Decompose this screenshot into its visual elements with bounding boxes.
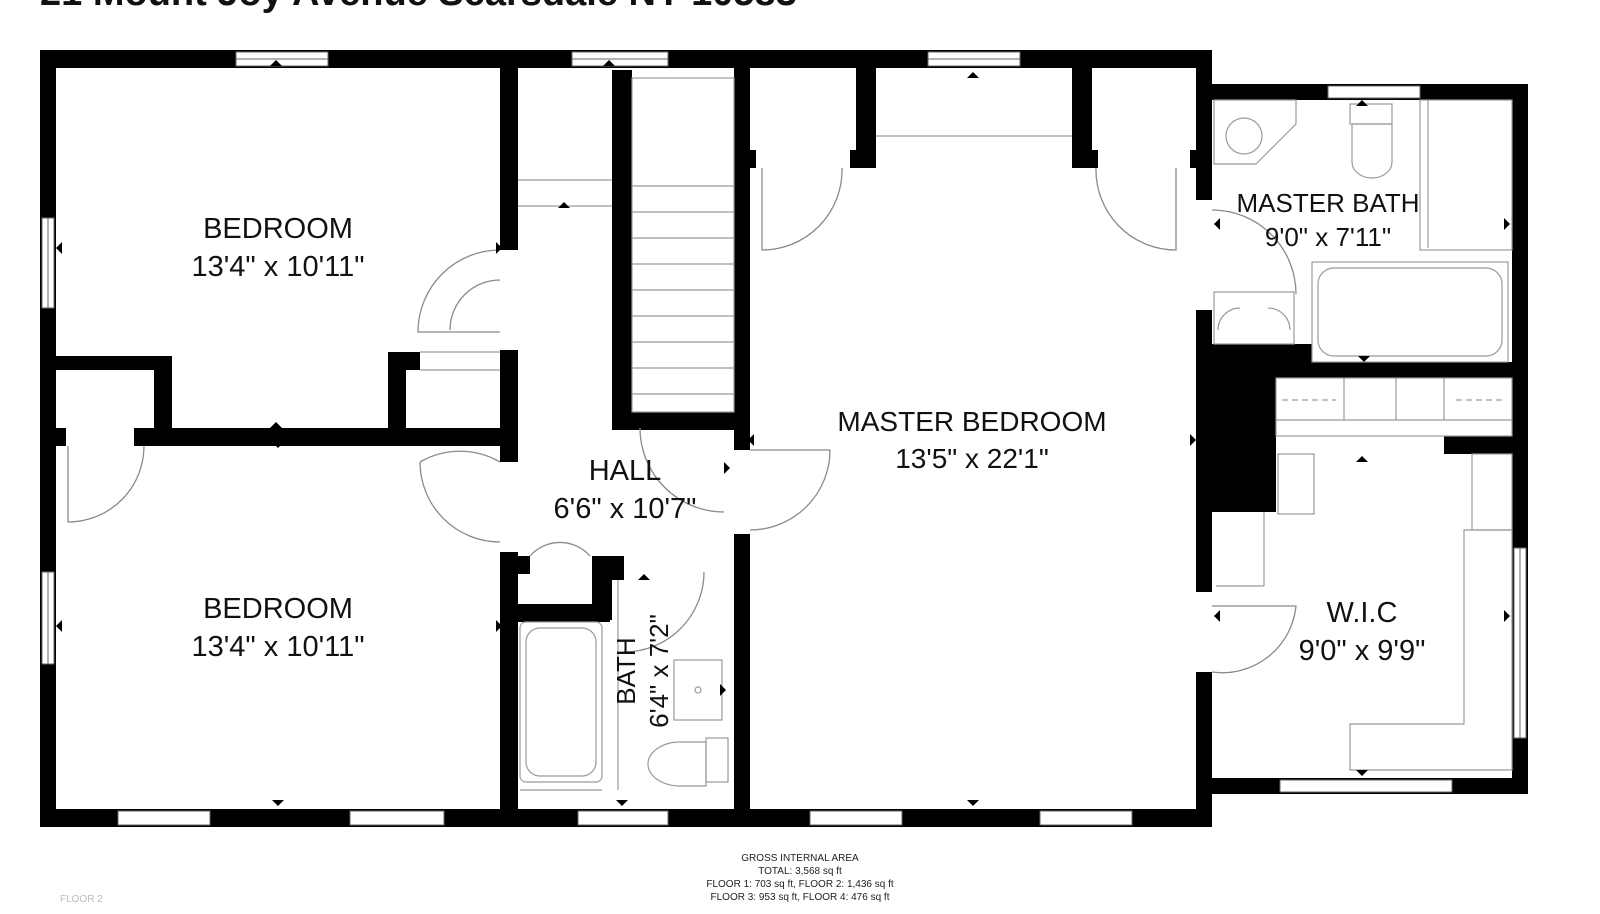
floor-tag: FLOOR 2 (60, 894, 103, 905)
room-name: MASTER BATH (1236, 188, 1420, 218)
room-dimensions: 9'0" x 9'9" (1298, 635, 1426, 668)
windows (41, 51, 1527, 826)
room-dimensions: 9'0" x 7'11" (1264, 222, 1392, 253)
area-total: TOTAL: 3,568 sq ft (758, 866, 842, 877)
doors (66, 150, 1297, 674)
room-name: BEDROOM (203, 213, 353, 245)
markers (56, 60, 1510, 806)
room-label-master-bath: MASTER BATH 9'0" x 7'11" (1228, 186, 1428, 255)
room-label-wic: W.I.C 9'0" x 9'9" (1272, 594, 1452, 671)
page-title: 21 Mount Joy Avenue Scarsdale NY 10583 (40, 0, 797, 12)
fixtures (420, 77, 1513, 791)
room-label-master-bedroom: MASTER BEDROOM 13'5" x 22'1" (822, 404, 1122, 478)
area-floors-b: FLOOR 3: 953 sq ft, FLOOR 4: 476 sq ft (710, 892, 890, 903)
area-floors-a: FLOOR 1: 703 sq ft, FLOOR 2: 1,436 sq ft (706, 879, 894, 890)
room-label-bath: BATH 6'4" x 7'2" (610, 606, 675, 736)
gross-internal-area: GROSS INTERNAL AREA TOTAL: 3,568 sq ft F… (600, 852, 1000, 904)
room-dimensions: 13'4" x 10'11" (191, 631, 365, 664)
room-dimensions: 13'5" x 22'1" (895, 442, 1049, 474)
room-name: MASTER BEDROOM (837, 406, 1107, 437)
walls (40, 50, 1528, 827)
area-heading: GROSS INTERNAL AREA (741, 853, 859, 864)
room-name: BATH (611, 637, 641, 705)
room-name: HALL (588, 455, 662, 487)
room-name: W.I.C (1326, 597, 1398, 629)
room-label-bedroom-top: BEDROOM 13'4" x 10'11" (178, 210, 378, 287)
room-dimensions: 6'6" x 10'7" (553, 493, 697, 526)
room-label-hall: HALL 6'6" x 10'7" (540, 452, 710, 529)
room-name: BEDROOM (203, 593, 353, 625)
room-label-bedroom-bottom: BEDROOM 13'4" x 10'11" (178, 590, 378, 667)
room-dimensions: 6'4" x 7'2" (643, 614, 674, 728)
room-dimensions: 13'4" x 10'11" (191, 251, 365, 284)
